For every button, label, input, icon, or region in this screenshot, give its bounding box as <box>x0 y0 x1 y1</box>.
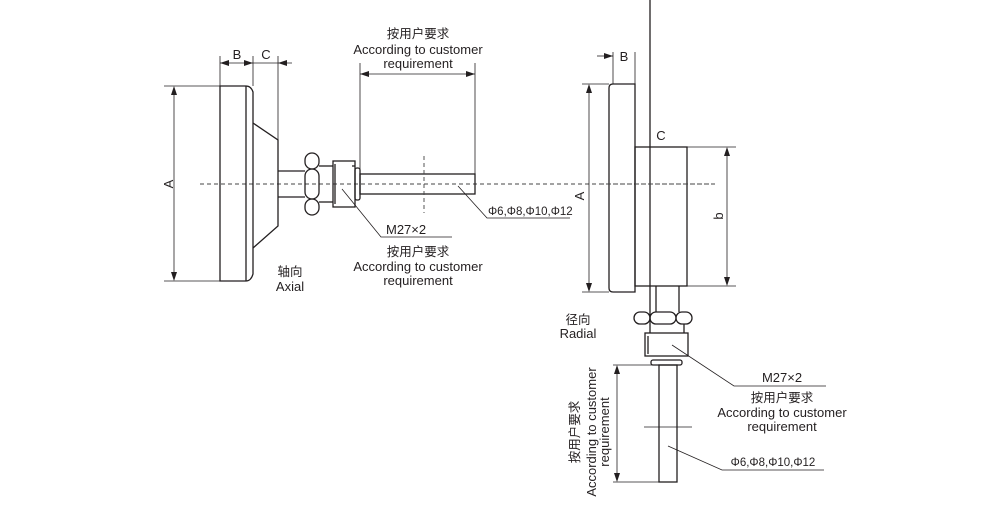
radial-dim-B: B <box>620 49 629 64</box>
radial-view: A B C b 径向 Radial M27×2 按用户要求 According … <box>560 0 847 497</box>
axial-stem <box>359 173 476 195</box>
axial-thread-note-en-1: According to customer <box>353 259 483 274</box>
radial-length-note-cn: 按用户要求 <box>567 400 582 463</box>
axial-back-cone <box>252 122 279 249</box>
radial-dim-A: A <box>572 191 587 200</box>
radial-back-body <box>634 146 688 287</box>
radial-view-name-en: Radial <box>560 326 597 341</box>
radial-dial-case <box>608 83 636 293</box>
axial-thread-label: M27×2 <box>386 222 426 237</box>
radial-dim-b: b <box>711 212 726 219</box>
axial-length-note-en-1: According to customer <box>353 42 483 57</box>
radial-thread-fitting <box>644 332 689 357</box>
radial-thread-note-en-2: requirement <box>747 419 817 434</box>
axial-view: A B C 按用户要求 According to customer requir… <box>161 26 715 294</box>
axial-view-name-cn: 轴向 <box>277 264 302 279</box>
axial-stem-diameters: Φ6,Φ8,Φ10,Φ12 <box>488 206 573 218</box>
axial-length-note-en-2: requirement <box>383 56 453 71</box>
axial-length-note-cn: 按用户要求 <box>387 26 450 41</box>
radial-collar <box>650 359 683 366</box>
radial-dim-C: C <box>656 128 665 143</box>
axial-dial-case <box>219 85 254 282</box>
radial-stem-diameters: Φ6,Φ8,Φ10,Φ12 <box>731 457 816 469</box>
axial-dim-C: C <box>261 47 270 62</box>
axial-dim-B: B <box>233 47 242 62</box>
radial-length-note-en-1: According to customer <box>584 367 599 497</box>
radial-thread-note-cn: 按用户要求 <box>751 390 814 405</box>
axial-view-name-en: Axial <box>276 279 304 294</box>
radial-stem <box>658 364 678 483</box>
radial-thread-label: M27×2 <box>762 370 802 385</box>
radial-thread-note-en-1: According to customer <box>717 405 847 420</box>
axial-hex-nut <box>304 152 320 216</box>
radial-hex-nut <box>633 311 693 325</box>
axial-thread-note-en-2: requirement <box>383 273 453 288</box>
axial-dim-A: A <box>161 179 176 188</box>
radial-length-note-en-2: requirement <box>597 397 612 467</box>
radial-view-name-cn: 径向 <box>565 312 590 327</box>
axial-thread-note-cn: 按用户要求 <box>387 244 450 259</box>
